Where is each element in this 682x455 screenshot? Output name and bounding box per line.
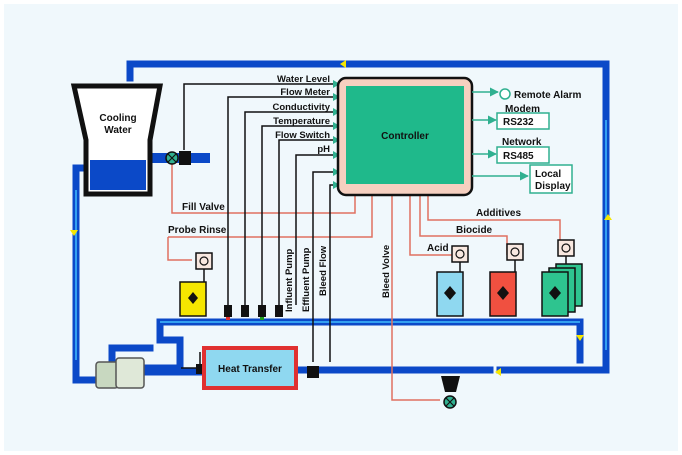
probe-ph (275, 305, 283, 317)
sensor-probes (196, 305, 319, 378)
arrow-icon (333, 168, 340, 176)
biocide-station (489, 243, 524, 317)
label-bleed-flow: Bleed Flow (318, 245, 329, 296)
pump-head-icon (506, 243, 524, 261)
arrow-icon (333, 93, 340, 101)
flow-arrow-icon (340, 60, 346, 68)
circulation-pump (95, 357, 145, 389)
cooling-tower: Cooling Water (70, 83, 164, 197)
probe-rinse-station (179, 252, 213, 317)
arrow-icon (333, 181, 340, 189)
influent-sensor (196, 364, 204, 374)
remote-alarm-icon (499, 88, 511, 100)
pump-head-icon (451, 245, 469, 263)
vertical-labels: Influent Pump Effluent Pump Bleed Flow B… (284, 245, 392, 312)
arrow-icon (333, 80, 340, 88)
label-biocide: Biocide (456, 225, 493, 236)
probe-conductivity (224, 305, 232, 317)
arrow-icon (333, 151, 340, 159)
heat-transfer-label: Heat Transfer (218, 364, 282, 375)
heat-transfer: Heat Transfer (202, 346, 298, 390)
acid-station (436, 245, 469, 317)
label-fill-valve: Fill Valve (182, 202, 225, 213)
valve-actuator-icon (441, 376, 460, 392)
label-bleed-volve: Bleed Volve (381, 245, 392, 298)
pump-body-icon (115, 357, 145, 389)
probe-flow-switch (258, 305, 266, 317)
label-flow-switch: Flow Switch (275, 130, 330, 141)
cooling-tower-label-line1: Cooling (99, 113, 136, 124)
bleed-valve (441, 376, 460, 409)
sensor-input-arrows (333, 80, 340, 189)
cooling-tower-label-line2: Water (104, 125, 132, 136)
local-display-line2: Display (535, 181, 571, 192)
controller-outputs: Remote Alarm Modem RS232 Network RS485 L… (472, 87, 582, 194)
label-water-level: Water Level (277, 74, 330, 85)
local-display-line1: Local (535, 169, 561, 180)
sensor-wires (181, 83, 340, 369)
flow-meter-sensor (179, 151, 191, 165)
label-temperature: Temperature (273, 116, 330, 127)
local-display-box (529, 164, 573, 194)
arrow-icon (333, 136, 340, 144)
label-influent-pump: Influent Pump (284, 248, 295, 312)
label-ph: pH (317, 144, 330, 155)
modem-box (496, 112, 550, 130)
diamond-icon (188, 292, 198, 304)
network-box-label: RS485 (503, 151, 534, 162)
label-additives: Additives (476, 208, 521, 219)
pump-motor-icon (95, 361, 119, 389)
cooling-water-reservoir (90, 160, 146, 190)
modem-title: Modem (505, 104, 540, 115)
control-wires-red (167, 164, 561, 401)
diamond-icon (549, 286, 561, 300)
bleed-flow-meter (307, 366, 319, 378)
sensor-labels: Water Level Flow Meter Conductivity Temp… (272, 74, 330, 155)
network-title: Network (502, 137, 542, 148)
flow-arrows (70, 60, 612, 376)
probe-temperature (241, 305, 249, 317)
label-conductivity: Conductivity (272, 102, 330, 113)
diamond-icon (444, 286, 456, 300)
controller: Controller (336, 76, 474, 197)
modem-box-label: RS232 (503, 117, 534, 128)
fill-valve (165, 151, 191, 165)
flow-arrow-icon (604, 214, 612, 220)
flow-arrow-icon (70, 230, 78, 236)
label-effluent-pump: Effluent Pump (301, 247, 312, 312)
controller-label: Controller (381, 131, 429, 142)
label-flow-meter: Flow Meter (280, 87, 330, 98)
arrow-icon (333, 108, 340, 116)
flow-arrow-icon (576, 335, 584, 341)
flow-arrow-icon (495, 368, 501, 376)
label-probe-rinse: Probe Rinse (168, 225, 227, 236)
chem-labels: Fill Valve Probe Rinse Additives Biocide… (168, 202, 521, 254)
diamond-icon (497, 286, 509, 300)
label-acid: Acid (427, 243, 449, 254)
arrow-icon (333, 122, 340, 130)
pipe-highlights (75, 120, 607, 360)
network-box (496, 146, 550, 164)
remote-alarm-label: Remote Alarm (514, 90, 582, 101)
pump-head-icon (195, 252, 213, 270)
pump-head-icon (557, 239, 575, 257)
additives-station (541, 239, 583, 317)
